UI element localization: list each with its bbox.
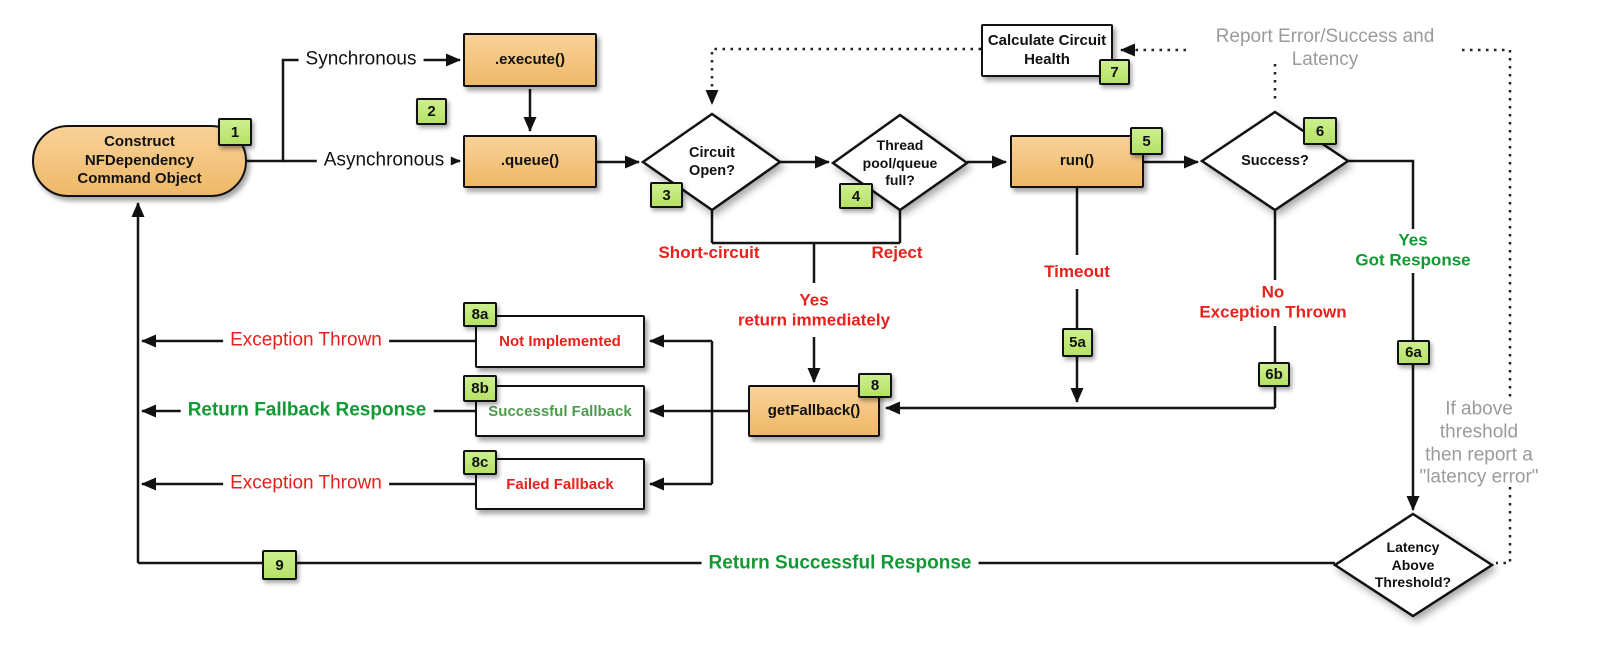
badge-step-4: 4 — [839, 183, 873, 209]
node-not-implemented-label: Not Implemented — [499, 333, 621, 350]
edge-label-exception-thrown-bottom: Exception Thrown — [223, 472, 389, 496]
badge-step-8b: 8b — [463, 375, 497, 402]
badge-step-8a: 8a — [463, 302, 497, 327]
badge-step-1: 1 — [218, 118, 252, 146]
badge-step-9: 9 — [262, 550, 297, 580]
decision-success-label: Success? — [1241, 152, 1309, 169]
edge-label-report-error-success-latency: Report Error/Success and Latency — [1215, 26, 1435, 70]
badge-step-8: 8 — [858, 373, 892, 398]
badge-step-6b: 6b — [1258, 362, 1290, 387]
badge-step-6a: 6a — [1397, 340, 1430, 365]
badge-step-3: 3 — [650, 182, 683, 208]
edge-label-return-fallback-response: Return Fallback Response — [180, 399, 434, 423]
edge-label-exception-thrown-top: Exception Thrown — [223, 329, 389, 353]
node-successful-fallback: Successful Fallback — [475, 385, 645, 437]
edge-label-no-exception-thrown: No Exception Thrown — [1199, 282, 1347, 322]
decision-circuit-open — [640, 112, 783, 212]
node-failed-fallback: Failed Fallback — [475, 458, 645, 510]
node-execute-label: .execute() — [494, 50, 566, 68]
badge-step-7: 7 — [1099, 59, 1130, 85]
edge-label-timeout: Timeout — [1044, 261, 1110, 281]
badge-step-6: 6 — [1303, 117, 1337, 145]
edge-label-short-circuit: Short-circuit — [658, 242, 760, 262]
node-failed-fallback-label: Failed Fallback — [506, 475, 614, 493]
badge-step-2: 2 — [416, 98, 447, 125]
node-calculate-circuit-health-label: Calculate Circuit Health — [987, 31, 1107, 68]
node-construct-command-label: Construct NFDependency Command Object — [77, 132, 202, 188]
node-calculate-circuit-health: Calculate Circuit Health — [981, 24, 1113, 77]
badge-step-5: 5 — [1130, 127, 1163, 155]
node-run-label: run() — [1059, 152, 1095, 170]
node-construct-command: Construct NFDependency Command Object — [32, 125, 247, 197]
edge-label-reject: Reject — [871, 242, 923, 262]
edge-label-yes-got-response: Yes Got Response — [1355, 230, 1471, 270]
node-queue-label: .queue() — [500, 152, 560, 170]
edge-label-yes-return-immediately: Yes return immediately — [737, 290, 891, 330]
decision-thread-pool-full-label: Thread pool/queue full? — [862, 136, 938, 188]
decision-latency-above-threshold — [1332, 512, 1495, 618]
node-get-fallback-label: getFallback() — [767, 401, 861, 419]
edge-label-return-successful-response: Return Successful Response — [701, 552, 979, 576]
edge-label-asynchronous: Asynchronous — [316, 149, 452, 173]
decision-circuit-open-label: Circuit Open? — [689, 144, 735, 179]
node-queue: .queue() — [463, 135, 597, 188]
node-not-implemented: Not Implemented — [475, 315, 645, 368]
decision-latency-above-threshold-label: Latency Above Threshold? — [1374, 538, 1452, 590]
node-execute: .execute() — [463, 33, 597, 87]
badge-step-8c: 8c — [463, 450, 497, 475]
badge-step-5a: 5a — [1062, 328, 1093, 357]
edge-label-synchronous: Synchronous — [298, 48, 424, 72]
note-latency-error: If above threshold then report a "latenc… — [1419, 398, 1539, 488]
node-run: run() — [1010, 135, 1144, 188]
node-successful-fallback-label: Successful Fallback — [488, 402, 632, 420]
